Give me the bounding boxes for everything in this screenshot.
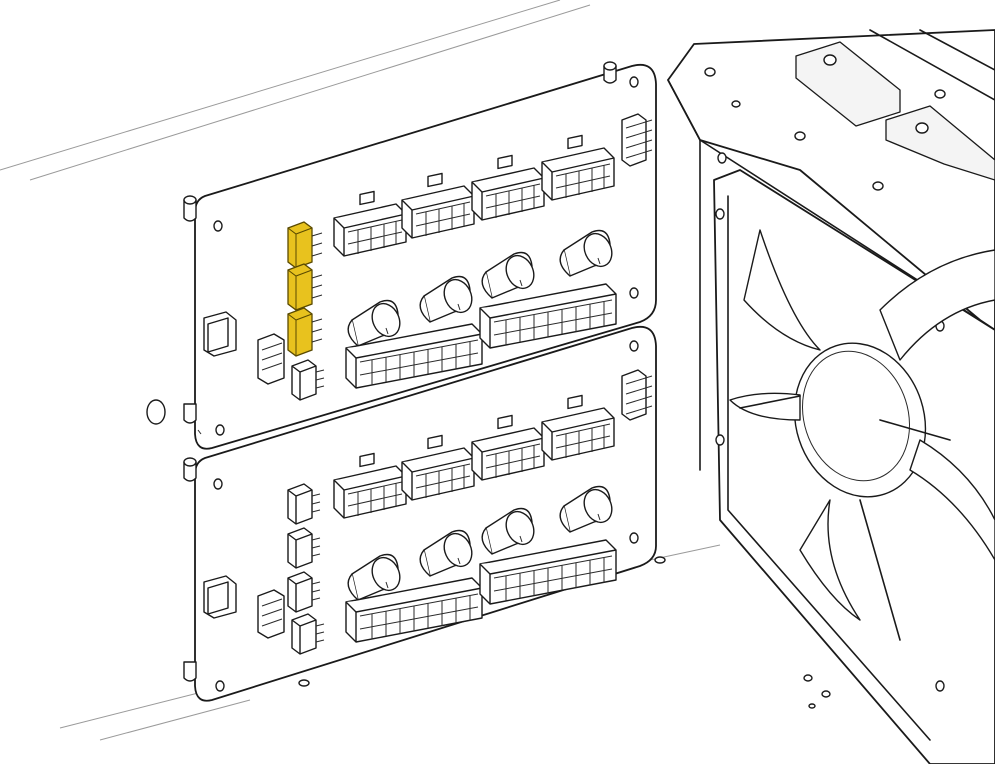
fan-frame — [713, 169, 995, 764]
fan-hub — [793, 342, 927, 498]
lower-board — [183, 325, 666, 702]
terminal-block — [257, 333, 285, 385]
mounting-holes — [213, 340, 639, 692]
fan-blades — [729, 229, 995, 621]
upper-board — [146, 61, 657, 450]
standoff — [183, 61, 617, 424]
side-connector — [203, 575, 237, 619]
highlighted-connector-1 — [287, 221, 323, 269]
highlighted-connector-3 — [287, 307, 323, 357]
terminal-block — [257, 589, 285, 639]
side-connector — [203, 311, 237, 357]
pin-header — [621, 113, 653, 167]
grommet — [146, 399, 166, 425]
chassis-wall — [0, 0, 721, 741]
pin-header — [621, 369, 653, 421]
highlighted-connector-2 — [287, 263, 323, 311]
mounting-holes — [213, 76, 639, 436]
standoff — [183, 457, 666, 687]
